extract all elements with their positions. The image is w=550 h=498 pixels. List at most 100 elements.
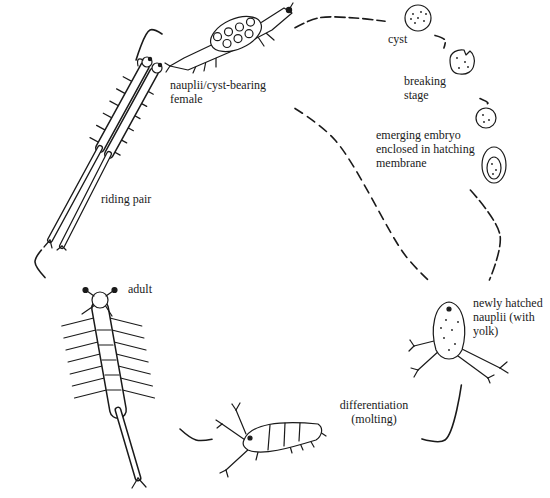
- adult-drawing: [66, 342, 98, 350]
- riding-pair-drawing: [44, 57, 162, 250]
- stage-label: nauplii/cyst-bearing female: [170, 78, 266, 106]
- molting-larva-drawing: [216, 420, 222, 424]
- riding-pair-drawing: [100, 66, 145, 148]
- riding-pair-drawing: [44, 240, 50, 247]
- riding-pair-drawing: [158, 63, 161, 66]
- stage-label: cyst: [388, 32, 407, 46]
- nauplius-drawing: [488, 375, 494, 378]
- breaking-cyst-drawing: [450, 50, 474, 74]
- adult-drawing: [118, 410, 138, 478]
- adult-drawing: [83, 288, 88, 293]
- riding-pair-drawing: [50, 148, 100, 240]
- emerging-embryo-drawing: [491, 163, 493, 165]
- cyst-bearing-female-drawing: [205, 9, 267, 58]
- adult-drawing: [114, 342, 146, 350]
- adult-drawing: [105, 374, 119, 375]
- cyst-bearing-female-drawing: [223, 40, 231, 48]
- nauplius-drawing: [445, 319, 447, 321]
- nauplius-drawing: [458, 356, 488, 378]
- nauplius-drawing: [411, 368, 418, 370]
- nauplius-drawing: [500, 368, 508, 373]
- adult-drawing: [120, 378, 152, 386]
- stage-label-block: differentiation (molting): [330, 398, 418, 426]
- cycle-connector: [435, 35, 445, 48]
- nauplius-drawing: [418, 350, 440, 370]
- adult-drawing: [112, 330, 144, 338]
- cycle-connector: [35, 250, 45, 278]
- stage-node: differentiation (molting): [212, 388, 422, 480]
- stage-label-block: newly hatched nauplii (with yolk): [473, 296, 547, 338]
- riding-pair-drawing: [100, 66, 145, 148]
- emerging-embryo-drawing: [476, 108, 506, 183]
- cyst-bearing-female-drawing: [290, 3, 293, 8]
- cyst-drawing: [417, 17, 419, 19]
- stage-label-block: breaking stage: [404, 74, 458, 102]
- stage-label-block: cyst: [388, 32, 418, 46]
- adult-drawing: [138, 478, 146, 487]
- adult-drawing: [112, 288, 117, 293]
- riding-pair-drawing: [138, 59, 143, 66]
- nauplius-drawing: [488, 378, 490, 383]
- stage-label-block: riding pair: [101, 192, 157, 206]
- breaking-cyst-drawing: [467, 66, 469, 68]
- emerging-embryo-drawing: [482, 147, 506, 183]
- molting-larva-drawing: [248, 436, 252, 440]
- cyst-bearing-female-drawing: [245, 30, 253, 38]
- stage-label: emerging embryo enclosed in hatching mem…: [376, 128, 475, 170]
- nauplius-drawing: [451, 329, 453, 331]
- cyst-bearing-female-drawing: [236, 23, 244, 31]
- adult-drawing: [102, 359, 116, 360]
- nauplius-drawing: [448, 349, 450, 351]
- emerging-embryo-drawing: [488, 119, 490, 121]
- nauplius-drawing: [500, 362, 507, 368]
- cyst-drawing: [412, 13, 414, 15]
- emerging-embryo-drawing: [492, 173, 494, 175]
- molting-larva-drawing: [220, 470, 226, 473]
- cyst-bearing-female-drawing: [247, 18, 255, 26]
- cyst-drawing: [405, 5, 431, 31]
- cyst-bearing-female-drawing: [165, 3, 293, 73]
- cyst-drawing: [414, 22, 416, 24]
- cycle-connector: [422, 385, 461, 442]
- breaking-cyst-drawing: [458, 67, 460, 69]
- emerging-embryo-drawing: [495, 169, 497, 171]
- molting-larva-drawing: [284, 423, 285, 446]
- adult-drawing: [70, 366, 102, 374]
- nauplius-drawing: [457, 321, 459, 323]
- cycle-connector: [470, 190, 500, 280]
- adult-drawing: [105, 305, 112, 316]
- stage-node: cyst: [385, 0, 435, 48]
- cyst-bearing-female-drawing: [258, 37, 264, 46]
- cyst-drawing: [420, 11, 422, 13]
- emerging-embryo-drawing: [487, 157, 501, 179]
- molting-larva-drawing: [226, 470, 228, 477]
- adult-drawing: [107, 389, 121, 390]
- stage-node: newly hatched nauplii (with yolk): [405, 280, 549, 385]
- adult-drawing: [132, 478, 138, 488]
- stage-node: riding pair: [25, 60, 159, 250]
- adult-drawing: [68, 354, 100, 362]
- adult-drawing: [118, 366, 150, 374]
- adult-drawing: [118, 410, 138, 478]
- breaking-cyst-drawing: [456, 57, 458, 59]
- riding-pair-drawing: [62, 246, 66, 250]
- emerging-embryo-drawing: [482, 114, 484, 116]
- adult-drawing: [62, 318, 94, 326]
- adult-drawing: [110, 318, 142, 326]
- cyst-bearing-female-drawing: [266, 33, 274, 40]
- adult-drawing: [62, 288, 155, 489]
- stage-label: adult: [128, 282, 152, 296]
- cyst-drawing: [425, 13, 427, 15]
- cyst-bearing-female-drawing: [225, 28, 233, 36]
- molting-larva-drawing: [236, 410, 246, 434]
- cycle-connector: [180, 429, 212, 441]
- molting-larva-drawing: [226, 448, 250, 470]
- stage-label: differentiation (molting): [340, 398, 408, 426]
- molting-larva-drawing: [217, 424, 222, 428]
- stage-node: breaking stage: [400, 48, 480, 104]
- stage-label: breaking stage: [404, 74, 446, 102]
- riding-pair-drawing: [57, 246, 62, 250]
- emerging-embryo-drawing: [483, 121, 485, 123]
